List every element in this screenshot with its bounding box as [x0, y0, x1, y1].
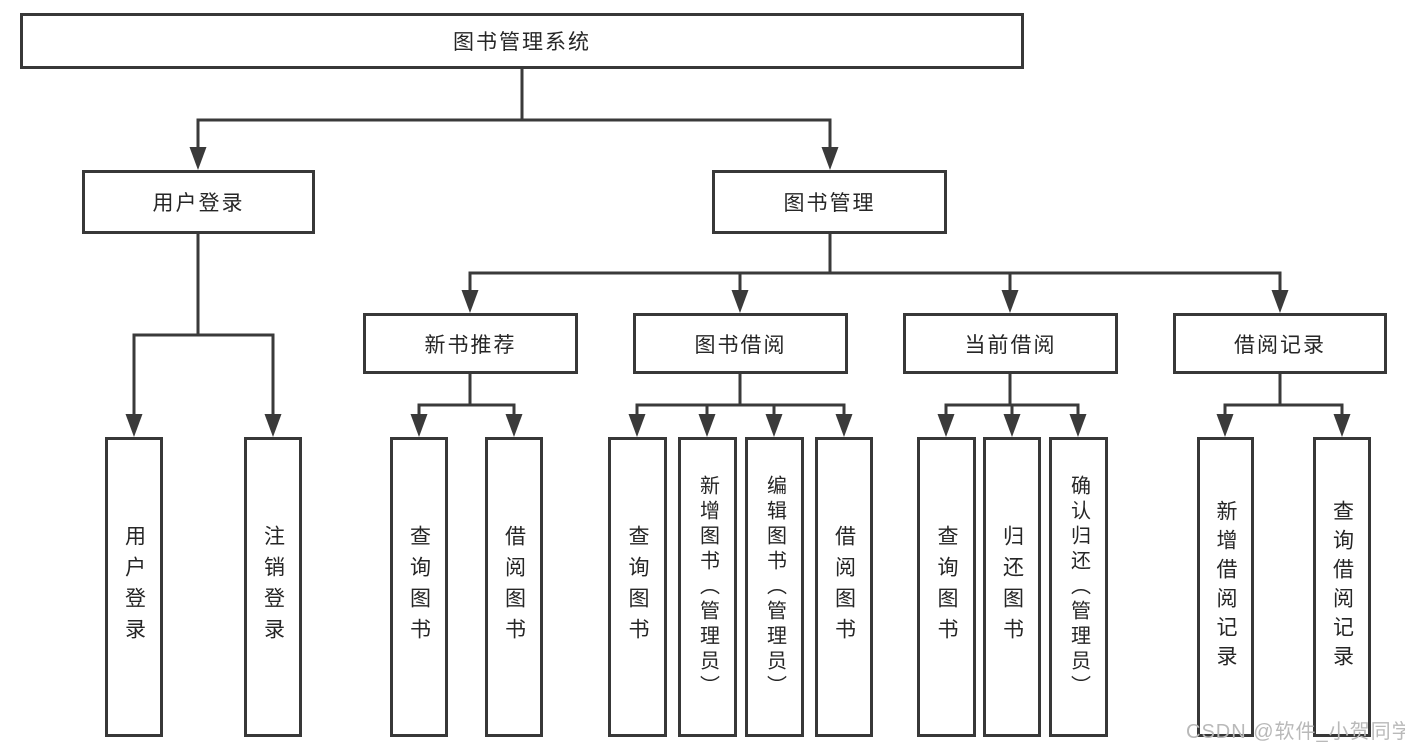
connector-current-borrowing	[944, 374, 1080, 416]
leaf-query-books-borrowing: 查询图书	[608, 437, 667, 737]
node-label: 查询图书	[935, 525, 958, 649]
node-label: 查询图书	[626, 525, 649, 649]
node-label: 新增图书（管理员）	[696, 474, 719, 700]
leaf-add-borrow-record: 新增借阅记录	[1197, 437, 1254, 737]
node-label: 确认归还（管理员）	[1067, 474, 1090, 700]
node-label: 图书借阅	[694, 333, 787, 357]
watermark-text: CSDN @软件_小贺同学	[1186, 721, 1405, 743]
node-label: 注销登录	[261, 525, 285, 649]
leaf-borrow-books-recommendation: 借阅图书	[485, 437, 543, 737]
leaf-user-login: 用户登录	[105, 437, 163, 737]
node-label: 用户登录	[122, 525, 146, 649]
node-label: 当前借阅	[964, 333, 1057, 357]
node-library-management-system: 图书管理系统	[20, 13, 1024, 69]
node-label: 新增借阅记录	[1214, 500, 1237, 674]
node-label: 编辑图书（管理员）	[763, 474, 786, 700]
connector-user-login	[132, 234, 275, 416]
connector-new-book-rec	[417, 374, 516, 416]
node-label: 借阅图书	[832, 525, 856, 649]
node-label: 查询图书	[407, 525, 431, 649]
node-new-book-recommendation: 新书推荐	[363, 313, 578, 374]
node-label: 用户登录	[152, 192, 245, 215]
connector-book-borrowing	[635, 374, 846, 416]
leaf-query-books-recommendation: 查询图书	[390, 437, 448, 737]
arrowheads	[125, 147, 1351, 437]
leaf-edit-books-admin: 编辑图书（管理员）	[745, 437, 804, 737]
node-label: 图书管理	[783, 192, 876, 215]
node-book-borrowing: 图书借阅	[633, 313, 848, 374]
leaf-return-books: 归还图书	[983, 437, 1041, 737]
node-label: 新书推荐	[424, 333, 517, 357]
node-book-management: 图书管理	[712, 170, 947, 234]
leaf-confirm-return-admin: 确认归还（管理员）	[1049, 437, 1108, 737]
connector-book-management	[468, 234, 1282, 292]
leaf-add-books-admin: 新增图书（管理员）	[678, 437, 737, 737]
leaf-borrow-books: 借阅图书	[815, 437, 873, 737]
node-user-login-branch: 用户登录	[82, 170, 315, 234]
connector-borrowing-records	[1223, 374, 1344, 416]
node-label: 归还图书	[1000, 525, 1024, 649]
node-current-borrowing: 当前借阅	[903, 313, 1118, 374]
connector-root	[196, 69, 832, 149]
node-label: 图书管理系统	[453, 31, 591, 54]
node-label: 借阅图书	[502, 525, 526, 649]
leaf-logout: 注销登录	[244, 437, 302, 737]
leaf-query-borrow-record: 查询借阅记录	[1313, 437, 1371, 737]
node-label: 借阅记录	[1234, 333, 1326, 357]
node-borrowing-records: 借阅记录	[1173, 313, 1387, 374]
leaf-query-books-current: 查询图书	[917, 437, 976, 737]
node-label: 查询借阅记录	[1330, 500, 1354, 674]
